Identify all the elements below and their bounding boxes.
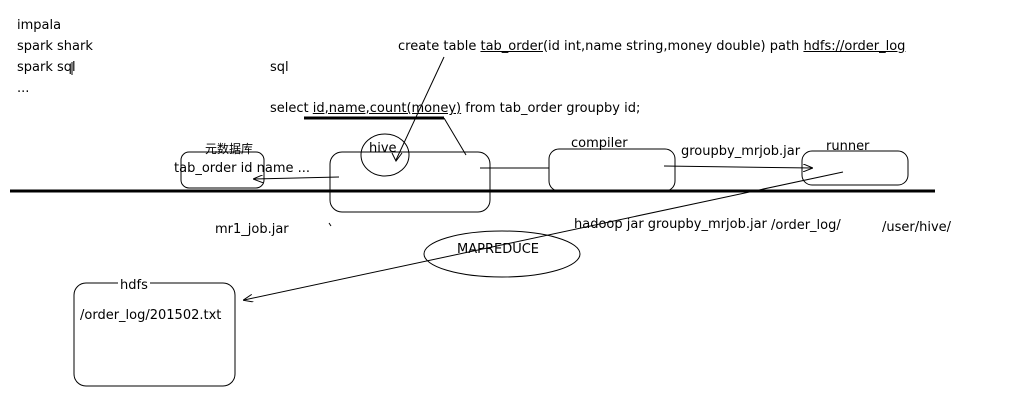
create-table-statement: create table tab_order(id int,name strin… — [398, 39, 905, 55]
list-item-spark-sql: spark sql — [17, 60, 76, 75]
select-fields: id,name,count(money) — [312, 101, 462, 116]
select-prefix: select — [270, 101, 313, 116]
order-log-dir: /order_log/ — [771, 218, 841, 233]
metastore-box — [180, 151, 265, 189]
hadoop-command: hadoop jar groupby_mrjob.jar — [574, 217, 767, 232]
list-item-spark-shark: spark shark — [17, 39, 93, 54]
hive-to-metastore-arrow — [254, 177, 340, 179]
compiler-to-runner-arrow — [663, 166, 812, 168]
metastore-title: 元数据库 — [205, 142, 254, 156]
compiler-label: compiler — [571, 136, 628, 151]
metastore-content: tab_order id name ... — [174, 161, 311, 176]
mapreduce-label: MAPREDUCE — [457, 242, 540, 257]
create-table-name: tab_order — [480, 39, 543, 54]
create-prefix: create table — [398, 39, 481, 54]
small-tick-mark — [328, 222, 332, 227]
mr1-job-label: mr1_job.jar — [215, 222, 289, 237]
hive-label: hive — [369, 141, 397, 156]
create-columns: (id int,name string,money double) path — [542, 39, 804, 54]
hdfs-title: hdfs — [118, 278, 150, 294]
runner-label: runner — [826, 139, 870, 154]
hive-circle — [360, 133, 410, 177]
hive-box — [329, 151, 491, 213]
create-to-hive-tick — [391, 152, 403, 162]
create-to-hive-line — [395, 56, 445, 161]
select-suffix: from tab_order groupby id; — [461, 101, 641, 116]
sql-label: sql — [270, 60, 289, 75]
hdfs-box — [73, 282, 236, 387]
runner-to-hdfs-arrow — [244, 171, 844, 300]
select-to-hive-line — [443, 117, 467, 156]
runner-box — [801, 150, 909, 186]
create-path: hdfs://order_log — [803, 39, 906, 54]
list-item-impala: impala — [17, 18, 62, 33]
jar-label: groupby_mrjob.jar — [681, 144, 801, 159]
select-statement: select id,name,count(money) from tab_ord… — [270, 101, 640, 117]
user-hive-dir: /user/hive/ — [882, 220, 952, 235]
mapreduce-ellipse — [423, 230, 581, 278]
compiler-box — [548, 148, 676, 192]
hdfs-file: /order_log/201502.txt — [80, 308, 222, 323]
list-item-ellipsis: ... — [17, 81, 30, 96]
